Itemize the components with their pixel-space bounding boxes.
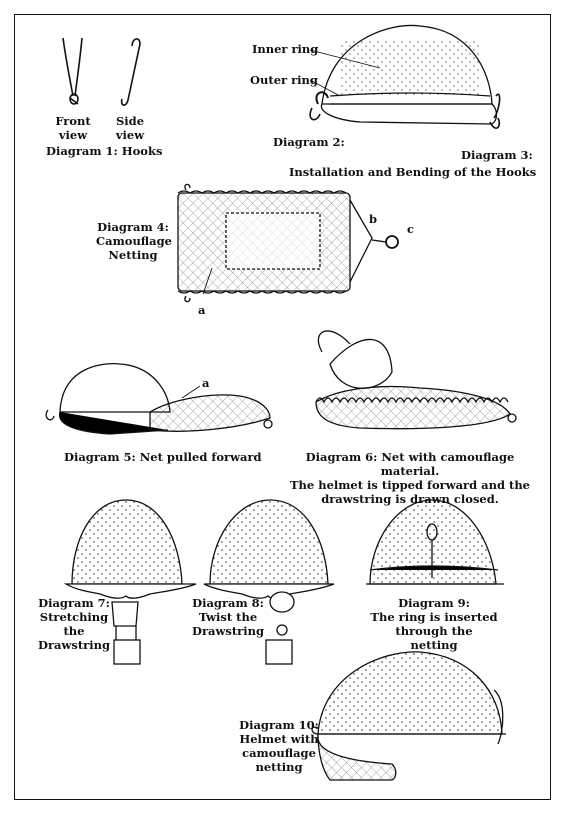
diagram-4-caption: Diagram 4: Camouflage Netting [96, 220, 172, 262]
helmet-with-netting-drawing [311, 651, 506, 781]
camouflage-netting-drawing [177, 183, 399, 303]
diagram-9-caption: Diagram 9: The ring is inserted through … [370, 596, 498, 652]
diagram-2-label: Diagram 2: [273, 135, 345, 149]
diagram-10-caption: Diagram 10: Helmet with camouflage netti… [239, 718, 319, 774]
helmet-hooks-drawing [309, 24, 501, 129]
hook-side-view-drawing [120, 38, 141, 106]
diagram-6-caption: Diagram 6: Net with camouflage material.… [289, 450, 531, 506]
side-view-label: Side view [115, 114, 145, 142]
helmet-tipped-with-camouflage-drawing [315, 330, 517, 430]
inner-ring-label: Inner ring [252, 42, 319, 56]
page-border [14, 14, 551, 800]
diagram-2-3-caption: Installation and Bending of the Hooks [289, 165, 537, 179]
diagram-5-mark-a: a [202, 376, 210, 390]
diagram-5-caption: Diagram 5: Net pulled forward [64, 450, 262, 464]
hook-front-view-drawing [62, 37, 83, 105]
outer-ring-label: Outer ring [250, 73, 318, 87]
diagram-8-caption: Diagram 8: Twist the Drawstring [192, 596, 264, 638]
ring-inserted-drawing [366, 499, 504, 585]
twist-drawstring-drawing [203, 499, 335, 665]
diagram-7-caption: Diagram 7: Stretching the Drawstring [38, 596, 110, 652]
netting-mark-b: b [369, 212, 378, 226]
front-view-label: Front view [55, 114, 91, 142]
diagram-1-caption: Diagram 1: Hooks [46, 144, 163, 158]
label-leader-lines [309, 49, 381, 97]
netting-mark-a: a [198, 303, 206, 317]
netting-mark-c: c [407, 222, 415, 236]
net-pulled-forward-drawing [45, 363, 273, 435]
stretching-drawstring-drawing [63, 499, 197, 665]
diagram-3-label: Diagram 3: [461, 148, 533, 162]
